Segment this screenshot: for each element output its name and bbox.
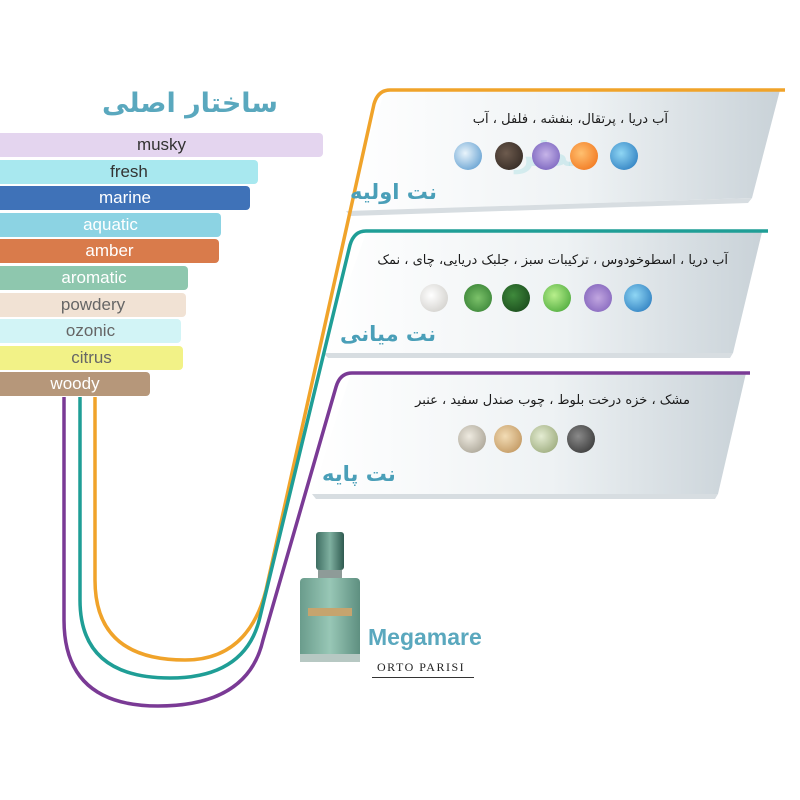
musk-icon: [567, 425, 595, 453]
accord-bar-fresh: fresh: [0, 159, 258, 184]
main-accords-title: ساختار اصلی: [102, 88, 278, 119]
accord-bar-amber: amber: [0, 239, 219, 264]
pepper-icon: [495, 142, 523, 170]
top-notes-text: آب دریا ، پرتقال، بنفشه ، فلفل ، آب: [472, 112, 668, 127]
accord-bar-ozonic: ozonic: [0, 319, 181, 344]
sea-water-icon: [624, 284, 652, 312]
oakmoss-icon: [458, 425, 486, 453]
amber-icon: [530, 425, 558, 453]
accord-bar-aquatic: aquatic: [0, 212, 221, 237]
middle-notes-label: نت میانی: [340, 322, 437, 346]
green-notes-icon: [543, 284, 571, 312]
base-notes-line: [62, 371, 750, 708]
lavender-icon: [584, 284, 612, 312]
sandalwood-icon: [494, 425, 522, 453]
brand-underline: [372, 677, 474, 678]
salt-icon: [420, 284, 448, 312]
card-shadow: [323, 353, 733, 358]
accord-bar-musky: musky: [0, 133, 323, 157]
middle-notes-text: آب دریا ، اسطوخودوس ، ترکیبات سبز ، جلبک…: [377, 253, 728, 268]
top-notes-card: [346, 90, 780, 211]
product-name: Megamare: [368, 624, 482, 650]
middle-notes-line: [78, 229, 768, 680]
accord-bar-woody: woody: [0, 372, 150, 397]
middle-notes-card: [323, 230, 762, 353]
accord-bar-aromatic: aromatic: [0, 266, 188, 290]
accord-bar-citrus: citrus: [0, 345, 183, 370]
orange-icon: [570, 142, 598, 170]
water-splash-icon: [454, 142, 482, 170]
top-notes-label: نت اولیه: [350, 180, 437, 204]
accord-bar-marine: marine: [0, 186, 250, 211]
card-shadow: [312, 494, 718, 499]
seaweed-icon: [502, 284, 530, 312]
perfume-bottle-image: [296, 530, 364, 666]
accord-bar-powdery: powdery: [0, 292, 186, 317]
violet-icon: [532, 142, 560, 170]
tea-leaf-icon: [464, 284, 492, 312]
top-notes-line: [93, 88, 785, 662]
card-shadow: [346, 198, 752, 216]
base-notes-label: نت پایه: [322, 462, 396, 486]
brand-name: ORTO PARISI: [377, 660, 466, 674]
base-notes-card: [312, 373, 746, 494]
sea-water-icon: [610, 142, 638, 170]
base-notes-text: مشک ، خزه درخت بلوط ، چوب صندل سفید ، عن…: [415, 393, 690, 408]
